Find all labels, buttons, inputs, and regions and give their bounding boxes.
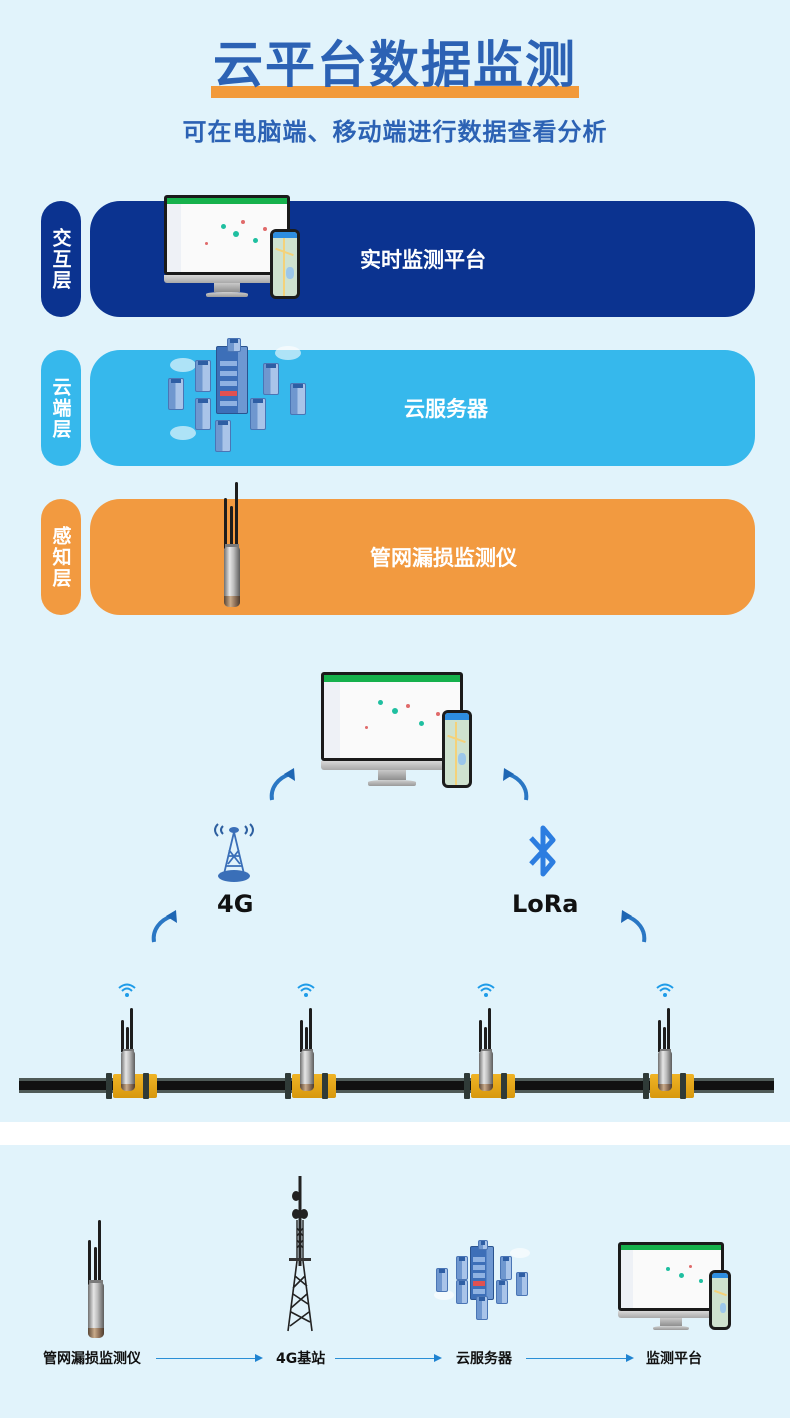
header: 云平台数据监测: [0, 34, 790, 98]
layer-interaction: 交互层 实时监测平台: [0, 195, 790, 319]
channel-label-4g: 4G: [217, 890, 254, 918]
layer-box-cloud: 云服务器: [90, 338, 755, 466]
flow-step-label: 云服务器: [456, 1351, 512, 1367]
title-underline: [211, 86, 579, 98]
pipe-flange: [106, 1073, 112, 1099]
monitor-phone-icon: [164, 195, 290, 297]
pipeline: [19, 1078, 774, 1093]
pipe-coupler: [650, 1074, 694, 1098]
leak-monitor-device-icon: [654, 1005, 676, 1092]
base-station-tower-icon: [287, 1176, 313, 1332]
pipe-flange: [464, 1073, 470, 1099]
channel-label-lora: LoRa: [512, 890, 579, 918]
cell-tower-icon: [214, 823, 254, 882]
pipe-flange: [285, 1073, 291, 1099]
server-cluster-icon: [150, 338, 310, 458]
wifi-icon: [118, 983, 136, 997]
layer-box-interaction: 实时监测平台: [90, 195, 755, 317]
leak-monitor-device-icon: [475, 1005, 497, 1092]
curved-arrow-icon: [621, 910, 647, 943]
pipe-flange: [680, 1073, 686, 1099]
layer-tag-text: 交互层: [49, 227, 72, 291]
flow-step-label: 4G基站: [276, 1351, 326, 1367]
flow-arrow: [526, 1354, 634, 1362]
layer-label-cloud: 云服务器: [404, 397, 488, 421]
pipe-coupler: [292, 1074, 336, 1098]
flow-step-label: 管网漏损监测仪: [43, 1351, 141, 1367]
layer-sensing: 感知层 管网漏损监测仪: [0, 481, 790, 617]
layer-cloud: 云端层 云服务器: [0, 338, 790, 468]
page-subtitle: 可在电脑端、移动端进行数据查看分析: [182, 118, 608, 146]
curved-arrow-icon: [503, 768, 529, 801]
layer-tag-sensing: 感知层: [41, 499, 81, 615]
layer-box-sensing: 管网漏损监测仪: [90, 481, 755, 615]
flow-arrow: [335, 1354, 442, 1362]
monitor-phone-icon: [618, 1242, 724, 1330]
bluetooth-icon: [529, 825, 556, 877]
leak-monitor-device-icon: [296, 1005, 318, 1092]
pipe-coupler: [113, 1074, 157, 1098]
pipe-coupler: [471, 1074, 515, 1098]
layer-tag-text: 感知层: [49, 525, 72, 589]
layer-label-sensing: 管网漏损监测仪: [370, 546, 517, 570]
leak-monitor-device-icon: [218, 479, 246, 608]
phone-icon: [270, 229, 300, 299]
layer-tag-text: 云端层: [49, 376, 72, 440]
phone-icon: [442, 710, 472, 788]
server-cluster-icon: [430, 1240, 530, 1320]
pipe-flange: [643, 1073, 649, 1099]
pipe-flange: [501, 1073, 507, 1099]
curved-arrow-icon: [151, 910, 177, 943]
curved-arrow-icon: [269, 768, 295, 801]
pipe-flange: [322, 1073, 328, 1099]
leak-monitor-device-icon: [117, 1005, 139, 1092]
page-title-text: 云平台数据监测: [213, 36, 577, 94]
wifi-icon: [477, 983, 495, 997]
wifi-icon: [656, 983, 674, 997]
flow-step-label: 监测平台: [646, 1351, 702, 1367]
layer-tag-cloud: 云端层: [41, 350, 81, 466]
layer-tag-interaction: 交互层: [41, 201, 81, 317]
layer-label-interaction: 实时监测平台: [360, 248, 486, 272]
page-title: 云平台数据监测: [209, 34, 581, 98]
pipe-flange: [143, 1073, 149, 1099]
phone-icon: [709, 1270, 731, 1330]
flow-arrow: [156, 1354, 263, 1362]
monitor-phone-icon: [321, 672, 463, 786]
leak-monitor-device-icon: [82, 1220, 110, 1339]
section-divider: [0, 1122, 790, 1145]
wifi-icon: [297, 983, 315, 997]
